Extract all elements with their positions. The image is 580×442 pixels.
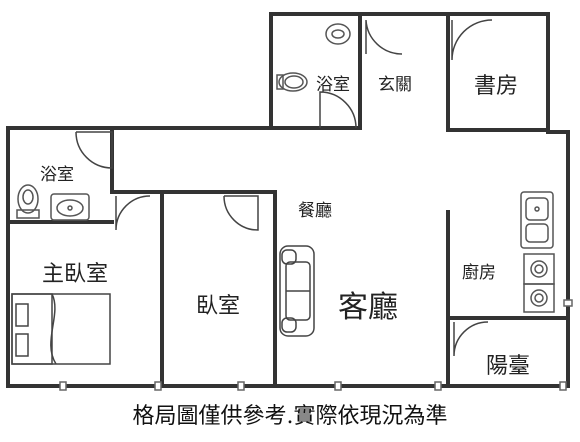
room-label-entry: 玄關: [378, 75, 412, 95]
windows: [59, 299, 573, 391]
room-label-living: 客廳: [338, 290, 398, 325]
window: [334, 381, 342, 391]
toilet-icon: [276, 72, 308, 92]
stove-icon: [523, 253, 555, 313]
bath-left-fixtures: [16, 184, 90, 221]
kitchen-sink-icon: [520, 191, 554, 249]
window: [154, 381, 162, 391]
sink-icon: [50, 193, 90, 221]
sink-icon: [325, 23, 351, 45]
bed-icon: [11, 293, 111, 365]
window: [237, 381, 245, 391]
toilet-icon: [16, 184, 40, 219]
door-bedroom: [223, 195, 259, 231]
door-balcony: [453, 321, 489, 357]
door-bath-left: [75, 131, 113, 169]
room-label-kitchen: 廚房: [462, 263, 496, 283]
door-master: [115, 195, 151, 231]
room-label-bath-top: 浴室: [316, 75, 350, 95]
room-label-bath-left: 浴室: [40, 165, 74, 185]
window: [563, 299, 573, 307]
doors: [75, 19, 493, 357]
outer-wall: [6, 12, 570, 388]
door-bath-top: [319, 91, 357, 129]
window: [434, 381, 442, 391]
door-study: [451, 19, 493, 61]
sofa-icon: [279, 245, 315, 337]
bath-top-fixtures: [276, 23, 351, 92]
room-label-bedroom: 臥室: [196, 294, 241, 319]
room-label-balcony: 陽臺: [486, 354, 531, 379]
window: [59, 381, 67, 391]
window: [559, 381, 567, 391]
room-label-master: 主臥室: [42, 262, 109, 287]
room-label-study: 書房: [474, 74, 519, 99]
disclaimer-text: 格局圖僅供參考.實際依現況為準: [132, 404, 448, 429]
door-entry: [365, 19, 403, 55]
room-label-dining: 餐廳: [298, 201, 332, 221]
